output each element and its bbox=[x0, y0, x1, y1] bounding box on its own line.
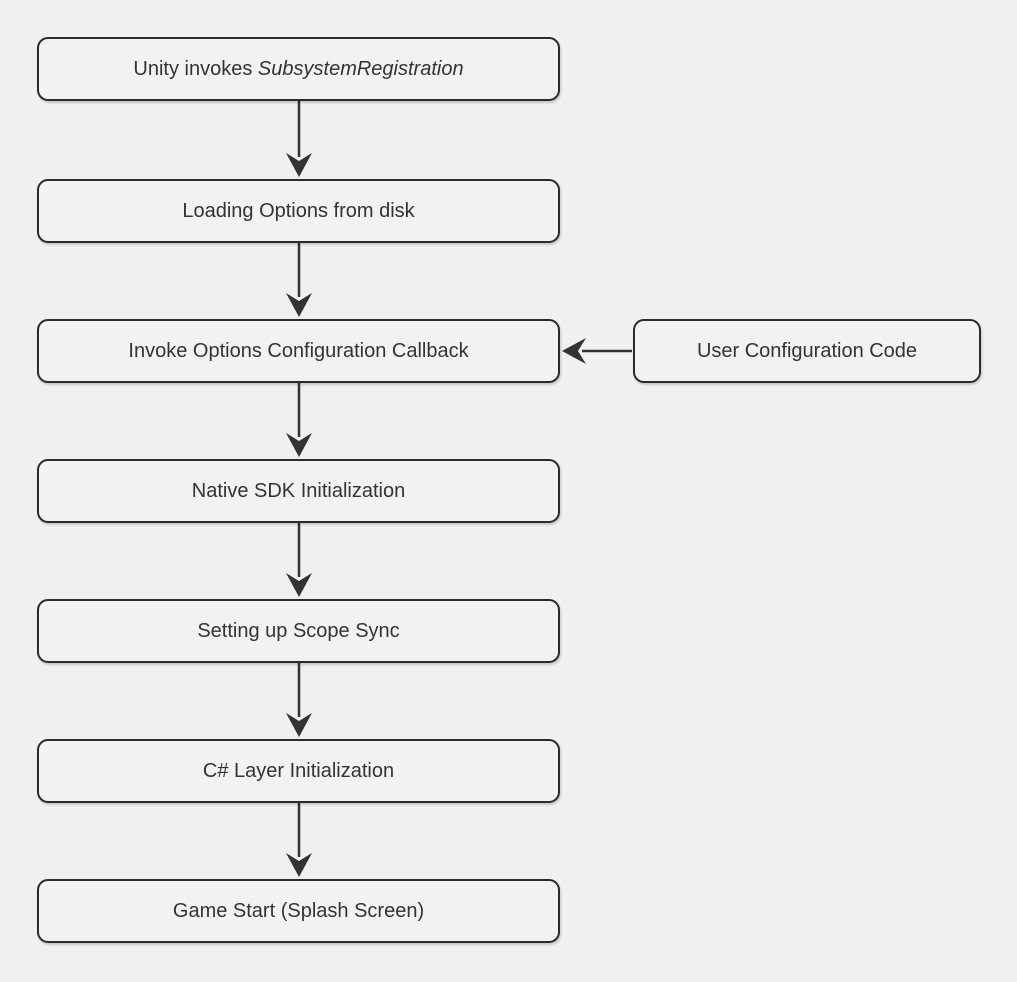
arrow-scopesync-to-csharp bbox=[286, 662, 312, 737]
node-label: Setting up Scope Sync bbox=[197, 620, 400, 642]
node-label: Unity invokes SubsystemRegistration bbox=[133, 58, 464, 80]
node-label-italic: SubsystemRegistration bbox=[257, 58, 464, 80]
flow-node-loading-options: Loading Options from disk bbox=[37, 179, 560, 243]
node-label: Native SDK Initialization bbox=[191, 480, 406, 502]
flow-node-native-sdk-init: Native SDK Initialization bbox=[37, 459, 560, 523]
node-label: User Configuration Code bbox=[696, 340, 918, 362]
node-label: C# Layer Initialization bbox=[202, 760, 395, 782]
flow-node-game-start: Game Start (Splash Screen) bbox=[37, 879, 560, 943]
flow-node-invoke-callback: Invoke Options Configuration Callback bbox=[37, 319, 560, 383]
arrow-unity-to-loading bbox=[286, 100, 312, 177]
node-label: Invoke Options Configuration Callback bbox=[128, 340, 469, 362]
arrow-invoke-to-nativesdk bbox=[286, 382, 312, 457]
node-label: Loading Options from disk bbox=[182, 200, 415, 222]
flow-node-unity-invokes: Unity invokes SubsystemRegistration bbox=[37, 37, 560, 101]
arrow-loading-to-invoke bbox=[286, 242, 312, 317]
node-label: Game Start (Splash Screen) bbox=[172, 900, 425, 922]
arrow-nativesdk-to-scopesync bbox=[286, 522, 312, 597]
arrow-userconfig-to-invoke bbox=[562, 338, 632, 364]
flow-node-csharp-init: C# Layer Initialization bbox=[37, 739, 560, 803]
flow-node-scope-sync: Setting up Scope Sync bbox=[37, 599, 560, 663]
arrow-csharp-to-gamestart bbox=[286, 802, 312, 877]
flow-node-user-config: User Configuration Code bbox=[633, 319, 981, 383]
